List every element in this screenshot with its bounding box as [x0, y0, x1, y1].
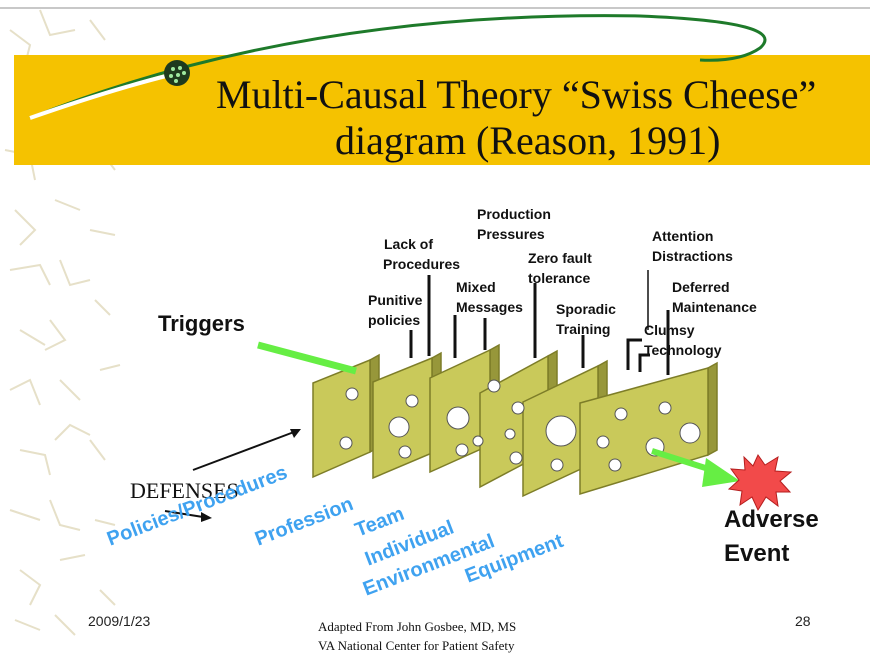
- label-lack-of: Lack of: [384, 236, 434, 252]
- label-policies: policies: [368, 312, 421, 328]
- label-distractions: Distractions: [652, 248, 733, 264]
- label-punitive: Punitive: [368, 292, 423, 308]
- label-deferred: Deferred: [672, 279, 730, 295]
- title-line-1: Multi-Causal Theory “Swiss Cheese”: [216, 72, 817, 117]
- triggers-arrow: [257, 341, 357, 375]
- explosion-star: [727, 453, 793, 512]
- label-clumsy: Clumsy: [644, 322, 695, 338]
- label-maintenance: Maintenance: [672, 299, 757, 315]
- label-tolerance: tolerance: [528, 270, 591, 286]
- footer-credit-line-2: VA National Center for Patient Safety: [318, 638, 515, 653]
- label-triggers: Triggers: [158, 311, 245, 336]
- label-mixed: Mixed: [456, 279, 496, 295]
- label-technology: Technology: [644, 342, 722, 358]
- swoosh-decoration: [29, 14, 767, 120]
- defenses-arrow-1: [192, 431, 295, 471]
- label-procedures: Procedures: [383, 256, 461, 272]
- label-event: Event: [724, 540, 790, 567]
- defenses-arrow-2: [164, 510, 204, 518]
- footer-date: 2009/1/23: [88, 613, 151, 629]
- footer-page-number: 28: [795, 613, 811, 629]
- label-attention: Attention: [652, 228, 714, 244]
- label-training: Training: [556, 321, 611, 337]
- label-sporadic: Sporadic: [556, 301, 616, 317]
- top-rule: [0, 7, 870, 9]
- adverse-event-arrow-head: [702, 458, 740, 487]
- slice-1: [312, 358, 371, 479]
- label-defenses: DEFENSES: [130, 478, 239, 503]
- label-pressures: Pressures: [477, 226, 545, 242]
- label-messages: Messages: [456, 299, 523, 315]
- label-production: Production: [477, 206, 551, 222]
- leader-attention: [626, 338, 642, 370]
- title-line-2: diagram (Reason, 1991): [335, 118, 721, 163]
- label-zero-fault: Zero fault: [528, 250, 592, 266]
- slice-6-edge: [707, 361, 718, 457]
- label-adverse: Adverse: [724, 506, 819, 533]
- footer-credit-line-1: Adapted From John Gosbee, MD, MS: [318, 619, 517, 634]
- leader-clumsy: [638, 353, 650, 372]
